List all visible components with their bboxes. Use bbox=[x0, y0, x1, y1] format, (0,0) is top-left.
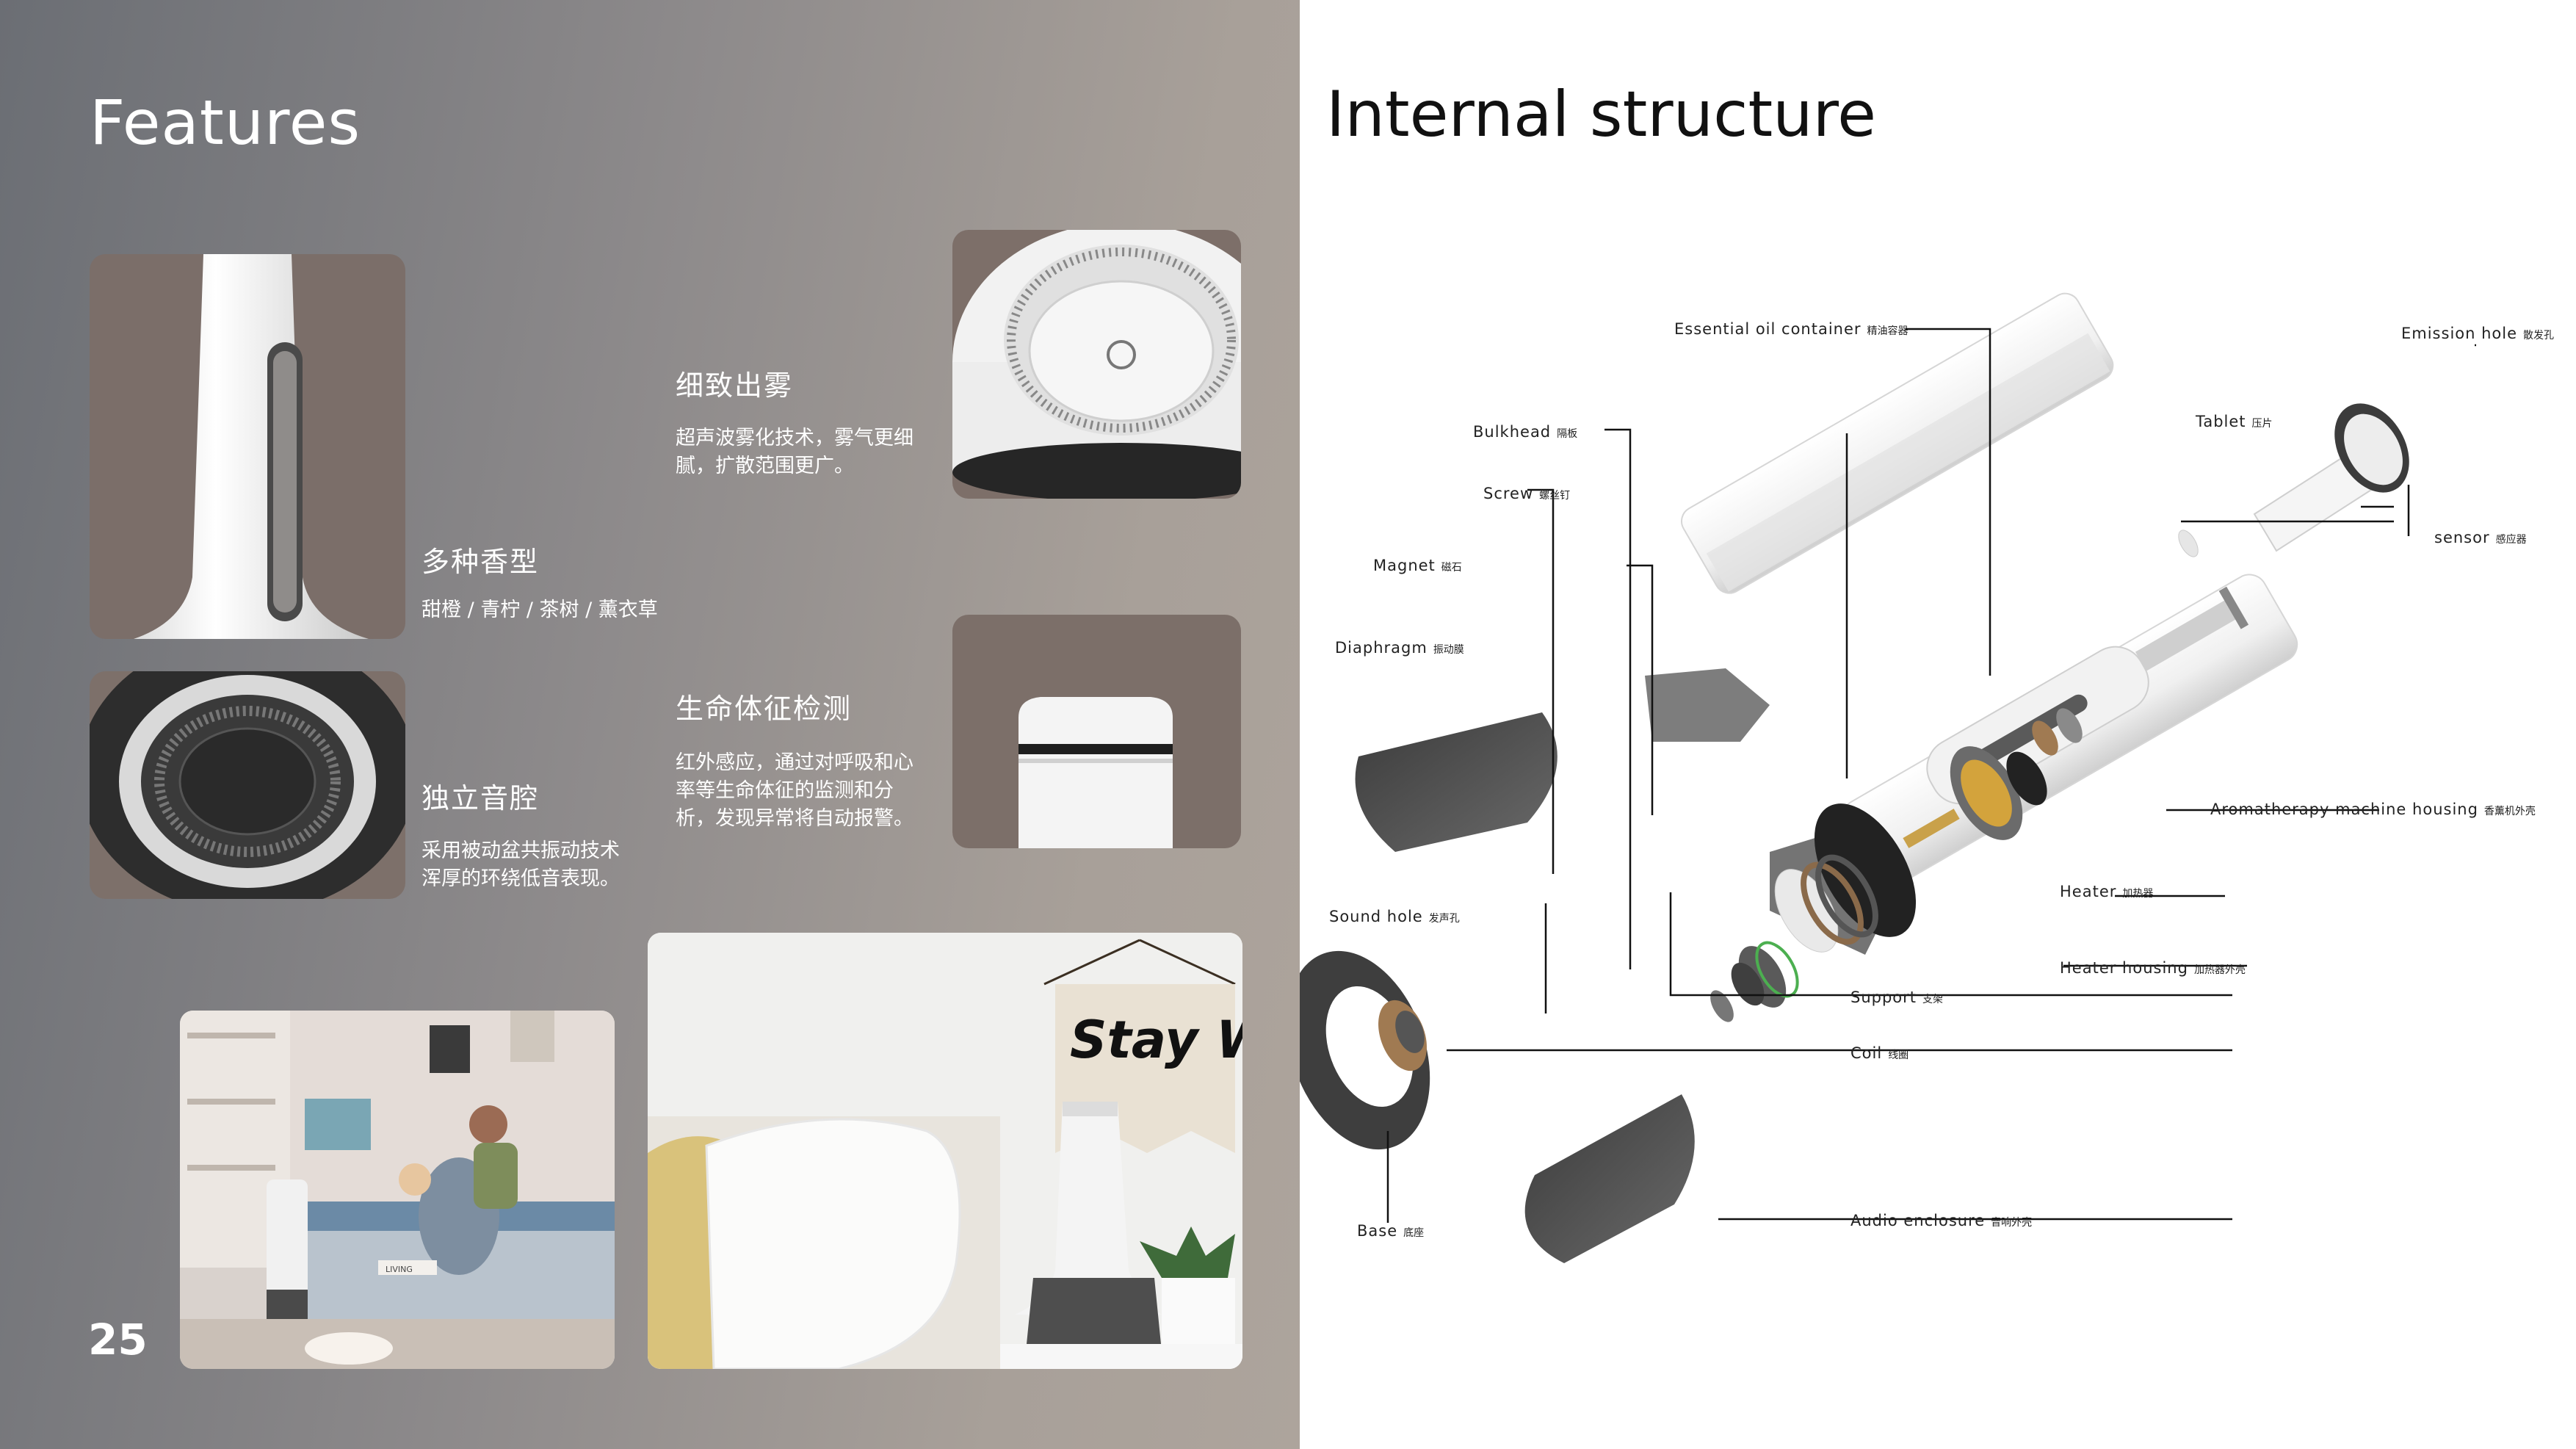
essential-oil-container-part bbox=[1681, 292, 2114, 594]
internal-structure-panel: Internal structure bbox=[1300, 0, 2576, 1449]
sensor-photo bbox=[952, 615, 1241, 848]
feature-title-mist: 细致出雾 bbox=[676, 369, 794, 402]
feature-desc-vital-signs: 红外感应，通过对呼吸和心率等生命体征的监测和分析，发现异常将自动报警。 bbox=[676, 751, 913, 830]
bedside-diffuser-photo: Stay Weird bbox=[648, 933, 1242, 1369]
svg-text:LIVING: LIVING bbox=[386, 1265, 413, 1274]
internal-structure-title: Internal structure bbox=[1326, 78, 1877, 151]
features-panel: Features bbox=[0, 0, 1300, 1449]
sound-cone-part bbox=[1355, 712, 1557, 852]
emission-nozzle-part bbox=[2178, 403, 2409, 557]
support-part bbox=[1814, 803, 1960, 937]
poster-text: Stay Weird bbox=[1070, 1010, 1242, 1070]
diffuser-top-photo bbox=[952, 230, 1241, 499]
feature-title-sound: 独立音腔 bbox=[422, 782, 540, 814]
feature-desc-scents: 甜橙 / 青柠 / 茶树 / 薰衣草 bbox=[422, 599, 658, 621]
page-number: 25 bbox=[88, 1315, 148, 1365]
tower-window-photo bbox=[90, 254, 405, 639]
feature-desc-mist: 超声波雾化技术，雾气更细腻，扩散范围更广。 bbox=[676, 427, 913, 477]
bedroom-couple-photo: LIVING bbox=[180, 1011, 615, 1369]
exploded-diagram bbox=[1300, 292, 2476, 1263]
audio-enclosure-part bbox=[1524, 1094, 1695, 1263]
feature-title-scents: 多种香型 bbox=[422, 546, 540, 578]
feature-title-vital-signs: 生命体征检测 bbox=[676, 693, 853, 725]
features-title: Features bbox=[90, 87, 361, 159]
base-part bbox=[1300, 950, 1430, 1150]
bulkhead-part bbox=[1645, 668, 1770, 742]
speaker-underside-photo bbox=[90, 671, 405, 899]
heater-part bbox=[1950, 746, 2047, 840]
feature-desc-sound: 采用被动盆共振动技术浑厚的环绕低音表现。 bbox=[422, 839, 620, 890]
